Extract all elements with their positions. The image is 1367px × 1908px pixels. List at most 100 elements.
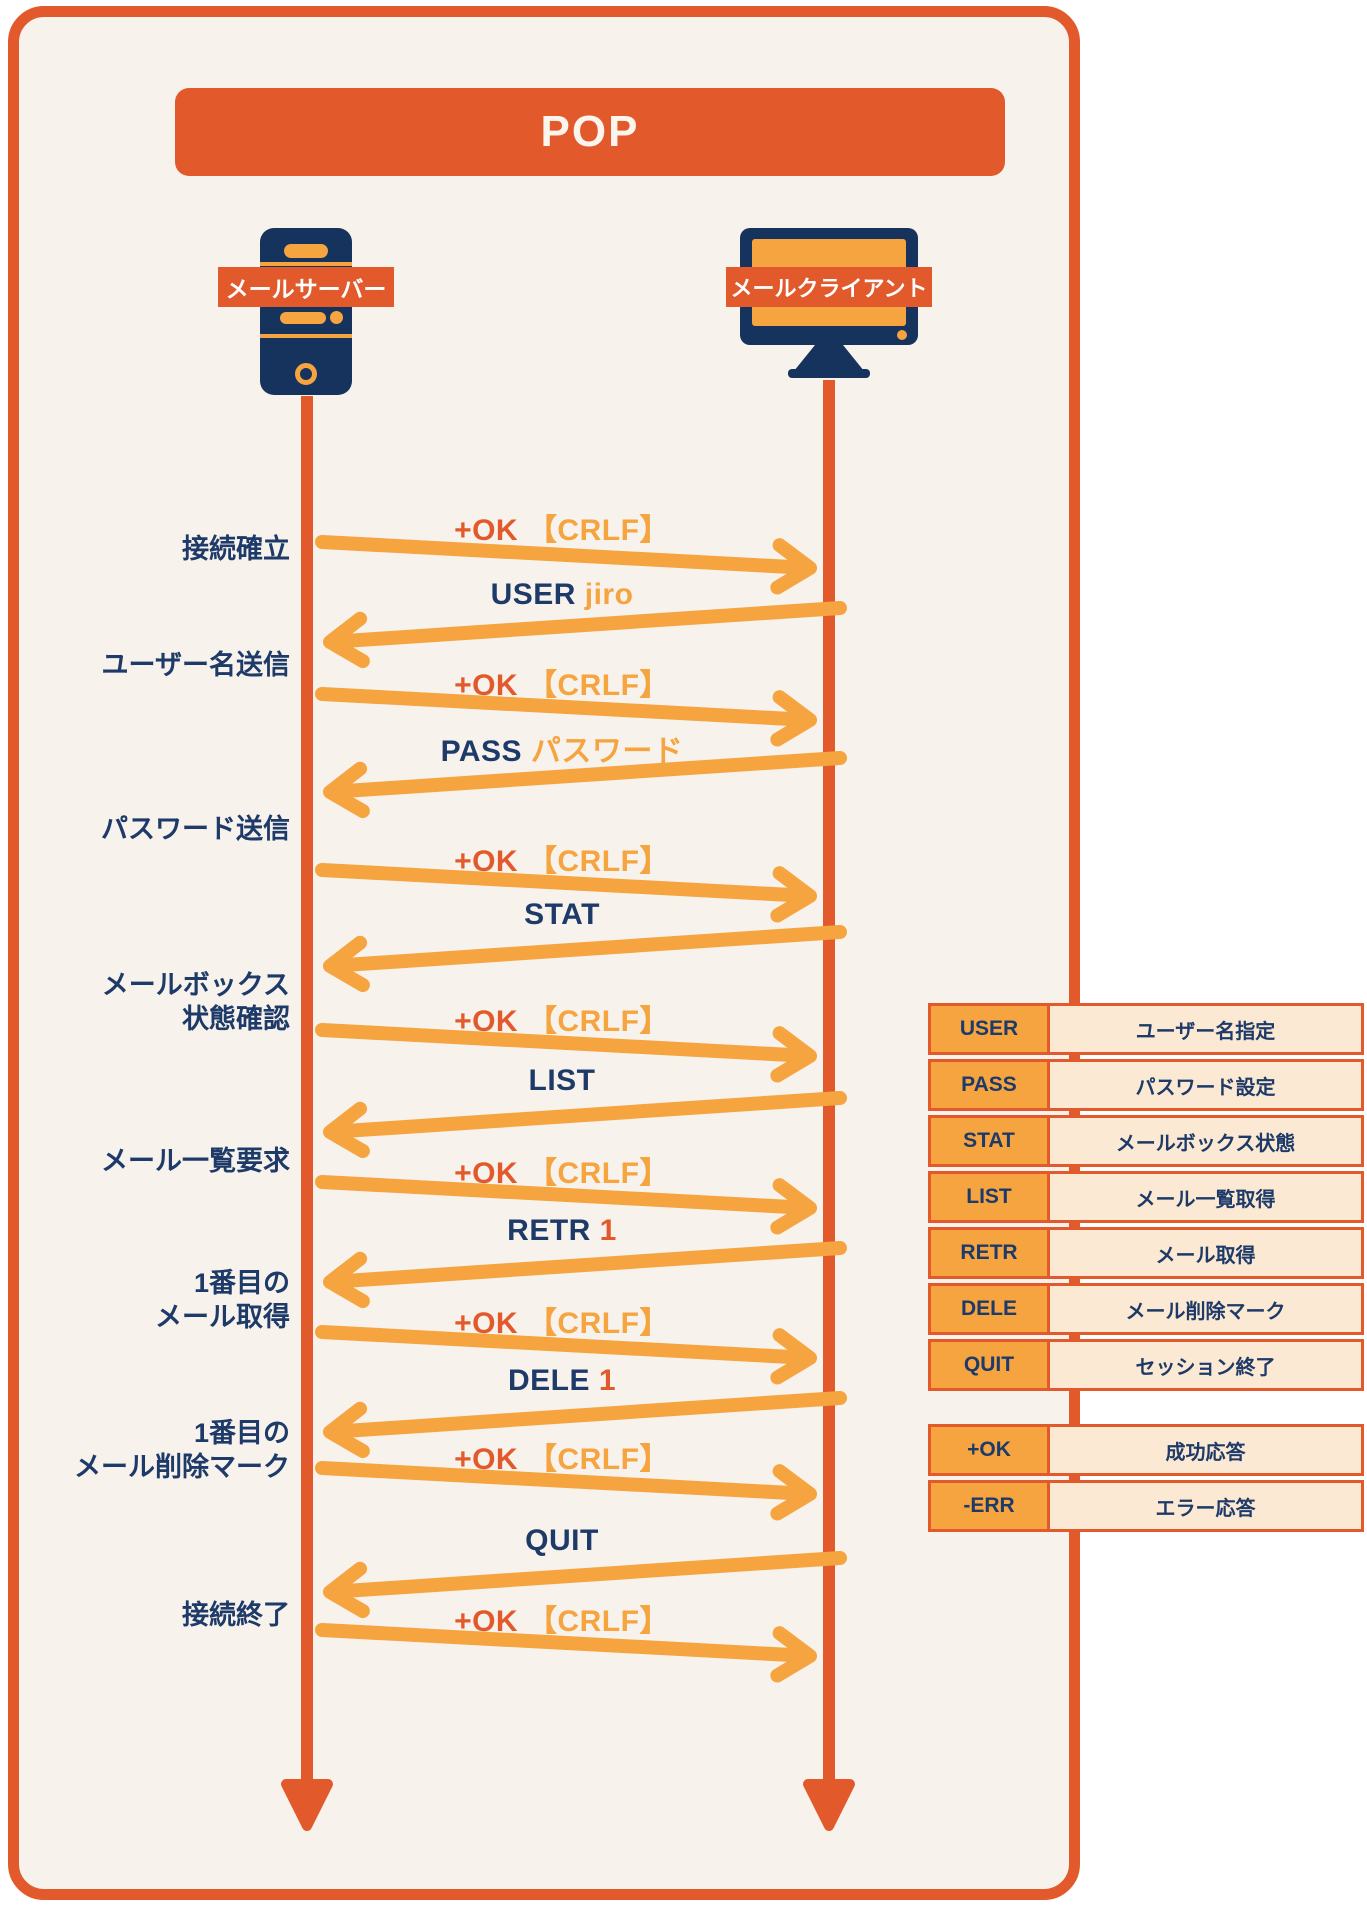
server-lifeline-arrowhead-icon <box>281 1779 333 1831</box>
command-cell: STAT <box>928 1115 1050 1167</box>
message-text-part: +OK <box>454 669 527 702</box>
client-lifeline-arrowhead-icon <box>803 1779 855 1831</box>
server-stripe <box>260 262 352 266</box>
message-ok-crlf-4: +OK 【CRLF】 <box>454 996 670 1040</box>
message-list: LIST <box>529 1064 596 1098</box>
message-ok-crlf-7: +OK 【CRLF】 <box>454 1434 670 1478</box>
server-stripe <box>260 334 352 338</box>
description-cell: パスワード設定 <box>1050 1059 1364 1111</box>
description-cell: メールボックス状態 <box>1050 1115 1364 1167</box>
phase-label-line: 1番目の <box>193 1418 290 1448</box>
phase-label-line: メール一覧要求 <box>101 1146 290 1176</box>
command-cell: QUIT <box>928 1339 1050 1391</box>
command-cell: -ERR <box>928 1480 1050 1532</box>
command-cell: USER <box>928 1003 1050 1055</box>
message-text-part: STAT <box>524 898 600 931</box>
message-pass-password: PASS パスワード <box>441 726 684 770</box>
message-text-part: 【CRLF】 <box>526 1605 670 1638</box>
message-text-part: +OK <box>454 1307 527 1340</box>
command-cell: +OK <box>928 1424 1050 1476</box>
phase-label-mail-list-request: メール一覧要求 <box>101 1144 290 1178</box>
message-text-part: 1 <box>599 1214 617 1247</box>
client-label: メールクライアント <box>726 267 932 307</box>
command-cell: DELE <box>928 1283 1050 1335</box>
phase-label-line: メール削除マーク <box>74 1452 290 1482</box>
message-text-part: +OK <box>454 1157 527 1190</box>
message-text-part: RETR <box>507 1214 600 1247</box>
protocol-title: POP <box>540 107 640 156</box>
message-ok-crlf-6: +OK 【CRLF】 <box>454 1298 670 1342</box>
phase-label-line: メール取得 <box>155 1302 290 1332</box>
phase-label-line: ユーザー名送信 <box>101 650 290 680</box>
message-retr-1: RETR 1 <box>507 1214 617 1248</box>
description-cell: エラー応答 <box>1050 1480 1364 1532</box>
command-cell: RETR <box>928 1227 1050 1279</box>
message-text-part: QUIT <box>525 1524 599 1557</box>
message-ok-crlf-3: +OK 【CRLF】 <box>454 836 670 880</box>
phase-label-first-mail-retrieval: 1番目のメール取得 <box>155 1266 290 1334</box>
phase-label-line: 接続確立 <box>182 534 290 564</box>
message-text-part: USER <box>490 578 585 611</box>
description-cell: メール一覧取得 <box>1050 1171 1364 1223</box>
message-text-part: PASS <box>440 735 531 768</box>
message-text-part: 【CRLF】 <box>526 514 670 547</box>
description-cell: メール取得 <box>1050 1227 1364 1279</box>
phase-label-line: メールボックス <box>101 970 290 1000</box>
phase-label-line: 接続終了 <box>182 1600 290 1630</box>
phase-label-connection-established: 接続確立 <box>182 532 290 566</box>
phase-label-first-mail-delete-mark: 1番目のメール削除マーク <box>74 1416 290 1484</box>
message-ok-crlf-1: +OK 【CRLF】 <box>454 505 670 549</box>
message-text-part: 【CRLF】 <box>526 1005 670 1038</box>
server-led <box>330 311 343 324</box>
message-text-part: パスワード <box>530 735 684 768</box>
description-cell: セッション終了 <box>1050 1339 1364 1391</box>
client-label-text: メールクライアント <box>730 276 928 301</box>
phase-label-mailbox-status-check: メールボックス状態確認 <box>102 968 290 1036</box>
message-text-part: jiro <box>584 578 634 611</box>
description-cell: ユーザー名指定 <box>1050 1003 1364 1055</box>
message-text-part: 【CRLF】 <box>526 1307 670 1340</box>
message-text-part: 【CRLF】 <box>526 1157 670 1190</box>
phase-label-username-sent: ユーザー名送信 <box>102 648 290 682</box>
message-text-part: +OK <box>454 1605 527 1638</box>
message-ok-crlf-5: +OK 【CRLF】 <box>454 1148 670 1192</box>
phase-label-line: 1番目の <box>193 1268 290 1298</box>
message-quit: QUIT <box>525 1524 599 1558</box>
message-dele-1: DELE 1 <box>508 1364 616 1398</box>
phase-label-connection-closed: 接続終了 <box>182 1598 290 1632</box>
message-text-part: +OK <box>454 845 527 878</box>
message-ok-crlf-8: +OK 【CRLF】 <box>454 1596 670 1640</box>
monitor-power-led <box>897 330 907 340</box>
server-label-text: メールサーバー <box>225 276 387 302</box>
description-cell: メール削除マーク <box>1050 1283 1364 1335</box>
phase-label-password-sent: パスワード送信 <box>101 812 290 846</box>
message-text-part: 【CRLF】 <box>526 1443 670 1476</box>
message-text-part: +OK <box>454 514 527 547</box>
command-cell: PASS <box>928 1059 1050 1111</box>
server-slot <box>284 244 328 258</box>
message-text-part: LIST <box>528 1064 596 1097</box>
message-text-part: +OK <box>454 1005 527 1038</box>
mail-server-icon <box>260 228 352 395</box>
monitor-base <box>788 369 870 378</box>
phase-label-line: パスワード送信 <box>101 814 290 844</box>
server-label: メールサーバー <box>218 267 394 307</box>
protocol-title-bar: POP <box>175 88 1005 176</box>
server-drive-bay <box>280 312 326 324</box>
command-cell: LIST <box>928 1171 1050 1223</box>
phase-label-line: 状態確認 <box>182 1004 290 1034</box>
message-text-part: +OK <box>454 1443 527 1476</box>
message-user-jiro: USER jiro <box>491 578 634 612</box>
message-text-part: 【CRLF】 <box>526 669 670 702</box>
server-power-ring <box>295 363 317 385</box>
